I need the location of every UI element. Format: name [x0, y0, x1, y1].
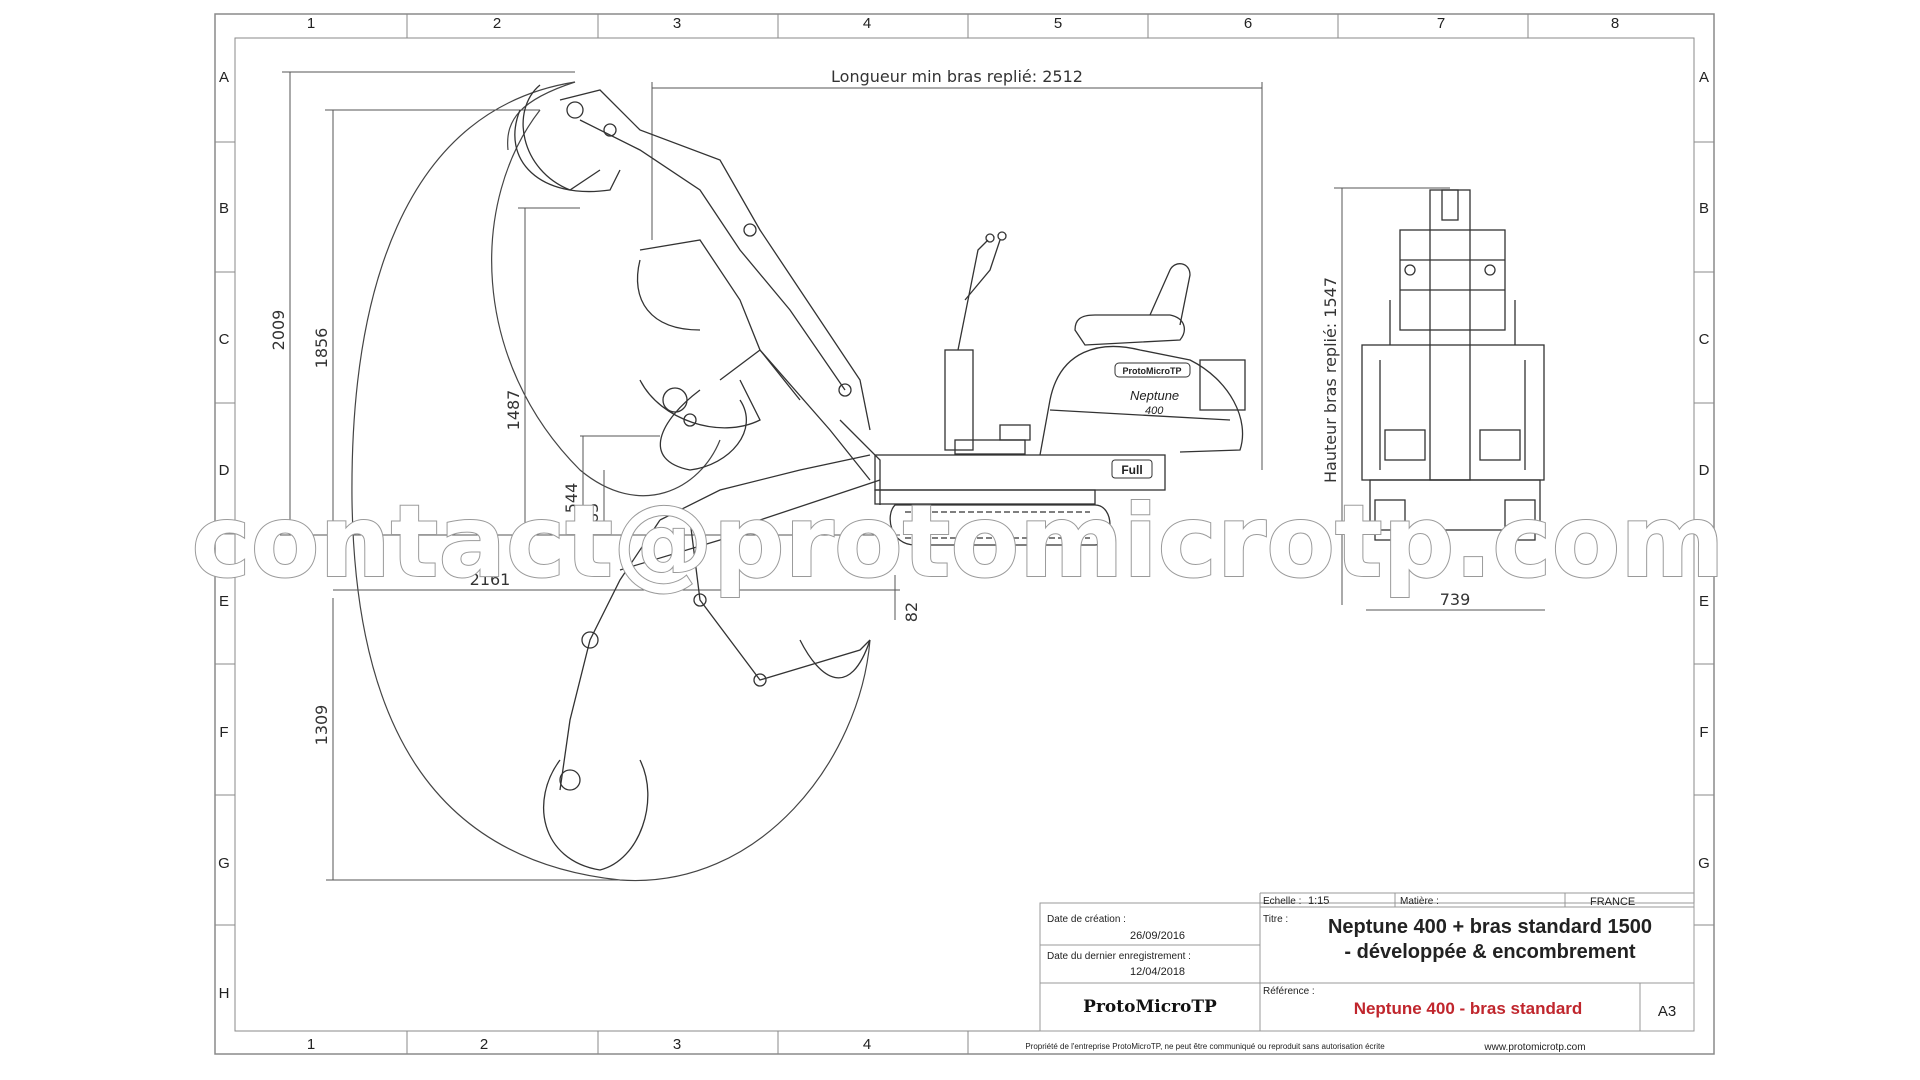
row-label-right: D	[1699, 462, 1710, 479]
echelle-label: Echelle :	[1263, 896, 1301, 907]
col-label-top: 8	[1611, 15, 1619, 32]
machine-badges: ProtoMicroTP Neptune 400 Full	[1111, 362, 1191, 479]
titre-line2: - développée & encombrement	[1344, 941, 1636, 963]
title-block: Echelle : 1:15 Matière : FRANCE Date de …	[1025, 892, 1695, 1053]
titre-line1: Neptune 400 + bras standard 1500	[1328, 916, 1652, 938]
row-label-right: B	[1699, 200, 1709, 217]
echelle-value: 1:15	[1308, 895, 1329, 907]
row-label-right: F	[1699, 724, 1708, 741]
row-label-right: G	[1698, 855, 1710, 872]
date-enregistrement-value: 12/04/2018	[1130, 966, 1185, 978]
titre-label: Titre :	[1263, 914, 1288, 925]
col-label-top: 4	[863, 15, 871, 32]
row-label-left: B	[219, 200, 229, 217]
brand-plate	[1114, 362, 1191, 378]
col-label-top: 3	[673, 15, 681, 32]
col-label-top: 2	[493, 15, 501, 32]
full-badge-text: Full	[1121, 463, 1142, 477]
dim-longueur-min: Longueur min bras replié: 2512	[831, 67, 1083, 86]
row-label-left: G	[218, 855, 230, 872]
row-label-right: E	[1699, 593, 1709, 610]
dim-1487: 1487	[504, 390, 523, 431]
col-label-top: 6	[1244, 15, 1252, 32]
footer-left: Propriété de l'entreprise ProtoMicroTP, …	[1025, 1042, 1385, 1051]
row-label-left: C	[219, 331, 230, 348]
full-badge	[1111, 459, 1153, 479]
dim-82: 82	[902, 602, 921, 622]
col-label-top: 7	[1437, 15, 1445, 32]
dim-385: 385	[583, 503, 602, 534]
sheet-frame	[214, 13, 1715, 1055]
date-enregistrement-label: Date du dernier enregistrement :	[1047, 951, 1191, 962]
row-label-left: A	[219, 69, 229, 86]
col-label-top: 1	[307, 15, 315, 32]
row-label-left: H	[219, 985, 230, 1002]
dim-2161: 2161	[470, 570, 511, 589]
row-label-right: A	[1699, 69, 1709, 86]
company-name: ProtoMicroTP	[1083, 997, 1217, 1017]
model-name: Neptune	[1130, 388, 1179, 403]
row-label-left: E	[219, 593, 229, 610]
col-label-top: 5	[1054, 15, 1062, 32]
matiere-label: Matière :	[1400, 896, 1439, 907]
row-label-left: F	[219, 724, 228, 741]
country: FRANCE	[1590, 896, 1635, 908]
col-label-bottom: 1	[307, 1036, 315, 1053]
dim-544: 544	[562, 483, 581, 514]
dim-hauteur-bras: Hauteur bras replié: 1547	[1321, 277, 1340, 483]
row-label-right: C	[1699, 331, 1710, 348]
dimension-texts: Longueur min bras replié: 2512 Hauteur b…	[269, 67, 1470, 745]
row-label-left: D	[219, 462, 230, 479]
reach-envelope	[351, 81, 871, 882]
reference-value: Neptune 400 - bras standard	[1354, 999, 1583, 1018]
dim-1856: 1856	[312, 328, 331, 369]
reference-label: Référence :	[1263, 986, 1315, 997]
dim-1309: 1309	[312, 705, 331, 746]
col-label-bottom: 2	[480, 1036, 488, 1053]
grid-labels: 1 2 3 4 5 6 7 8 1 2 3 4 A B C D E F G H …	[218, 15, 1710, 1053]
col-label-bottom: 4	[863, 1036, 871, 1053]
excavator-side-view	[514, 84, 1246, 871]
excavator-front-view	[1361, 189, 1545, 541]
date-creation-value: 26/09/2016	[1130, 930, 1185, 942]
dim-2009: 2009	[269, 310, 288, 351]
footer-right: www.protomicrotp.com	[1483, 1042, 1585, 1053]
dimension-lines	[280, 71, 1545, 881]
date-creation-label: Date de création :	[1047, 914, 1126, 925]
watermark: contact@protomicrotp.com	[192, 483, 1725, 600]
format-label: A3	[1658, 1003, 1676, 1020]
model-number: 400	[1145, 405, 1164, 417]
dim-739: 739	[1440, 590, 1471, 609]
brand-plate-text: ProtoMicroTP	[1122, 366, 1181, 376]
col-label-bottom: 3	[673, 1036, 681, 1053]
